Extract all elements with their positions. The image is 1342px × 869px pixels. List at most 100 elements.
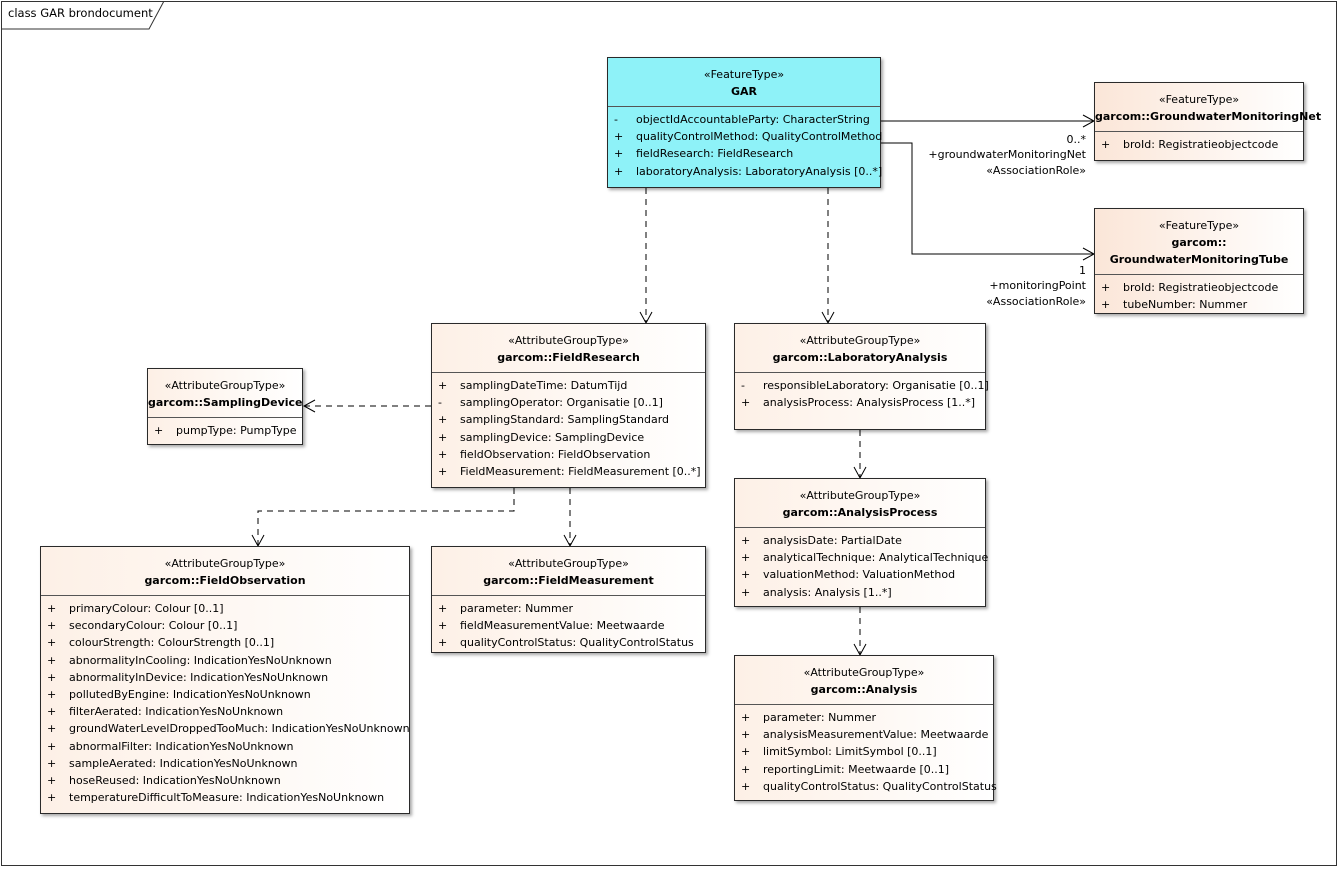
class-name: garcom::FieldMeasurement xyxy=(483,574,654,587)
attribute-list: +parameter: Nummer+analysisMeasurementVa… xyxy=(735,705,997,799)
attribute-row: + samplingDateTime: DatumTijd xyxy=(432,377,705,394)
class-name: GAR xyxy=(730,85,757,98)
attribute-row: +groundWaterLevelDroppedTooMuch: Indicat… xyxy=(41,720,410,737)
attribute-text: valuationMethod: ValuationMethod xyxy=(763,568,956,582)
attribute-list: -responsibleLaboratory: Organisatie [0..… xyxy=(735,373,989,415)
class-analysis-process[interactable]: «AttributeGroupType» garcom::AnalysisPro… xyxy=(734,478,988,607)
class-name: garcom::FieldResearch xyxy=(497,351,640,364)
visibility-marker: - xyxy=(438,396,442,410)
visibility-marker: + xyxy=(741,585,751,599)
attribute-row: - objectIdAccountableParty: CharacterStri… xyxy=(608,111,880,128)
class-field-measurement[interactable]: «AttributeGroupType» garcom::FieldMeasur… xyxy=(431,546,706,653)
class-field-research[interactable]: «AttributeGroupType» garcom::FieldResear… xyxy=(431,323,706,488)
attribute-text: analysisProcess: AnalysisProcess [1..*] xyxy=(763,396,976,410)
attribute-list: +pumpType: PumpType xyxy=(148,418,302,443)
attribute-row: +qualityControlStatus: QualityControlSta… xyxy=(735,778,997,795)
visibility-marker: + xyxy=(438,636,448,650)
visibility-marker: + xyxy=(47,773,57,787)
class-name: garcom::GroundwaterMonitoringNet xyxy=(1095,110,1322,123)
visibility-marker: - xyxy=(614,113,618,126)
class-name: garcom::LaboratoryAnalysis xyxy=(772,351,948,364)
attribute-row: +secondaryColour: Colour [0..1] xyxy=(41,617,409,634)
attribute-text: fieldResearch: FieldResearch xyxy=(636,147,794,161)
attribute-row: + abnormalityInCooling: IndicationYesNoUn… xyxy=(41,652,409,669)
visibility-marker: + xyxy=(47,791,57,805)
visibility-marker: + xyxy=(741,534,751,547)
attribute-text: broId: Registratieobjectcode xyxy=(1123,281,1279,294)
dependency-fieldobservation-line xyxy=(251,488,515,548)
visibility-marker: + xyxy=(438,413,448,427)
attribute-text: pollutedByEngine: IndicationYesNoUnknown xyxy=(69,687,311,701)
visibility-marker: + xyxy=(438,379,448,392)
attribute-row: + fieldResearch: FieldResearch xyxy=(608,145,880,162)
attribute-row: +qualityControlMethod: QualityControlMet… xyxy=(608,128,882,145)
compartment-divider xyxy=(735,372,985,373)
attribute-row: - samplingOperator: Organisatie [0..1] xyxy=(432,394,705,411)
class-sampling-device[interactable]: «AttributeGroupType» garcom::SamplingDev… xyxy=(147,368,303,445)
attribute-row: +broId: Registratieobjectcode xyxy=(1095,279,1303,296)
visibility-marker: + xyxy=(47,756,57,770)
attribute-row: +analyticalTechnique: AnalyticalTechniqu… xyxy=(735,549,988,566)
class-groundwater-monitoring-net[interactable]: «FeatureType» garcom::GroundwaterMonitor… xyxy=(1094,82,1322,161)
attribute-text: colourStrength: ColourStrength [0..1] xyxy=(69,636,275,650)
attribute-text: objectIdAccountableParty: CharacterStrin… xyxy=(636,113,870,126)
attribute-text: abnormalityInCooling: IndicationYesNoUnk… xyxy=(69,653,332,667)
attribute-row: +samplingDevice: SamplingDevice xyxy=(432,429,705,446)
class-laboratory-analysis[interactable]: «AttributeGroupType» garcom::LaboratoryA… xyxy=(734,323,989,430)
attribute-row: + qualityControlStatus: QualityControlSta… xyxy=(432,634,705,651)
net-multiplicity-label: 0..* xyxy=(1066,133,1087,146)
class-stereotype: «AttributeGroupType» xyxy=(164,379,286,392)
attribute-row: + abnormalFilter: IndicationYesNoUnknown xyxy=(41,738,409,755)
visibility-marker: + xyxy=(438,430,448,444)
attribute-text: analysisMeasurementValue: Meetwaarde xyxy=(763,728,989,742)
class-gar[interactable]: «FeatureType» GAR - objectIdAccountablePa… xyxy=(607,57,882,188)
visibility-marker: + xyxy=(47,636,57,650)
visibility-marker: + xyxy=(47,619,57,633)
attribute-row: +fieldMeasurementValue: Meetwaarde xyxy=(432,617,705,634)
visibility-marker: + xyxy=(47,653,57,667)
attribute-text: parameter: Nummer xyxy=(763,711,877,724)
attribute-row: +hoseReused: IndicationYesNoUnknown xyxy=(41,772,409,789)
attribute-text: temperatureDifficultToMeasure: Indicatio… xyxy=(69,791,385,805)
class-stereotype: «FeatureType» xyxy=(703,68,785,81)
class-field-observation[interactable]: «AttributeGroupType» garcom::FieldObserv… xyxy=(40,546,410,814)
attribute-list: - objectIdAccountableParty: CharacterStri… xyxy=(608,107,882,184)
attribute-list: +analysisDate: PartialDate+analyticalTec… xyxy=(735,528,988,605)
attribute-row: + tubeNumber: Nummer xyxy=(1095,296,1303,313)
attribute-row: +analysis: Analysis [1..*] xyxy=(735,584,985,601)
compartment-divider xyxy=(735,527,985,528)
attribute-text: tubeNumber: Nummer xyxy=(1123,298,1248,312)
attribute-text: abnormalFilter: IndicationYesNoUnknown xyxy=(69,739,294,753)
attribute-list: +broId: Registratieobjectcode xyxy=(1095,132,1303,157)
class-groundwater-monitoring-tube[interactable]: «FeatureType» garcom:: GroundwaterMonito… xyxy=(1094,208,1304,314)
visibility-marker: + xyxy=(47,739,57,753)
attribute-text: samplingOperator: Organisatie [0..1] xyxy=(460,396,663,410)
class-stereotype: «FeatureType» xyxy=(1158,93,1240,106)
compartment-divider xyxy=(1095,131,1303,132)
visibility-marker: + xyxy=(741,551,751,565)
tube-multiplicity-label: 1 xyxy=(1079,264,1086,277)
visibility-marker: + xyxy=(741,762,751,776)
visibility-marker: + xyxy=(438,602,448,615)
attribute-row: +analysisDate: PartialDate xyxy=(735,532,985,549)
attribute-text: sampleAerated: IndicationYesNoUnknown xyxy=(69,756,298,770)
attribute-text: qualityControlStatus: QualityControlStat… xyxy=(460,636,694,650)
visibility-marker: + xyxy=(47,602,57,615)
association-tube-line xyxy=(881,142,1096,261)
compartment-divider xyxy=(608,106,880,107)
visibility-marker: + xyxy=(614,147,624,161)
attribute-text: fieldMeasurementValue: Meetwaarde xyxy=(460,619,665,633)
attribute-text: samplingDateTime: DatumTijd xyxy=(460,379,628,392)
attribute-row: +filterAerated: IndicationYesNoUnknown xyxy=(41,703,409,720)
attribute-row: -responsibleLaboratory: Organisatie [0..… xyxy=(735,377,989,394)
attribute-list: +broId: Registratieobjectcode + tubeNumber… xyxy=(1095,275,1303,317)
class-stereotype: «AttributeGroupType» xyxy=(508,334,629,347)
attribute-row: +reportingLimit: Meetwaarde [0..1] xyxy=(735,761,993,778)
class-stereotype: «FeatureType» xyxy=(1158,219,1240,232)
class-analysis[interactable]: «AttributeGroupType» garcom::Analysis +p… xyxy=(734,655,997,801)
attribute-row: +pumpType: PumpType xyxy=(148,422,302,439)
visibility-marker: + xyxy=(1101,298,1111,312)
class-name: garcom::SamplingDevice xyxy=(148,396,303,409)
attribute-text: FieldMeasurement: FieldMeasurement [0..*… xyxy=(460,464,701,478)
class-stereotype: «AttributeGroupType» xyxy=(164,557,286,570)
